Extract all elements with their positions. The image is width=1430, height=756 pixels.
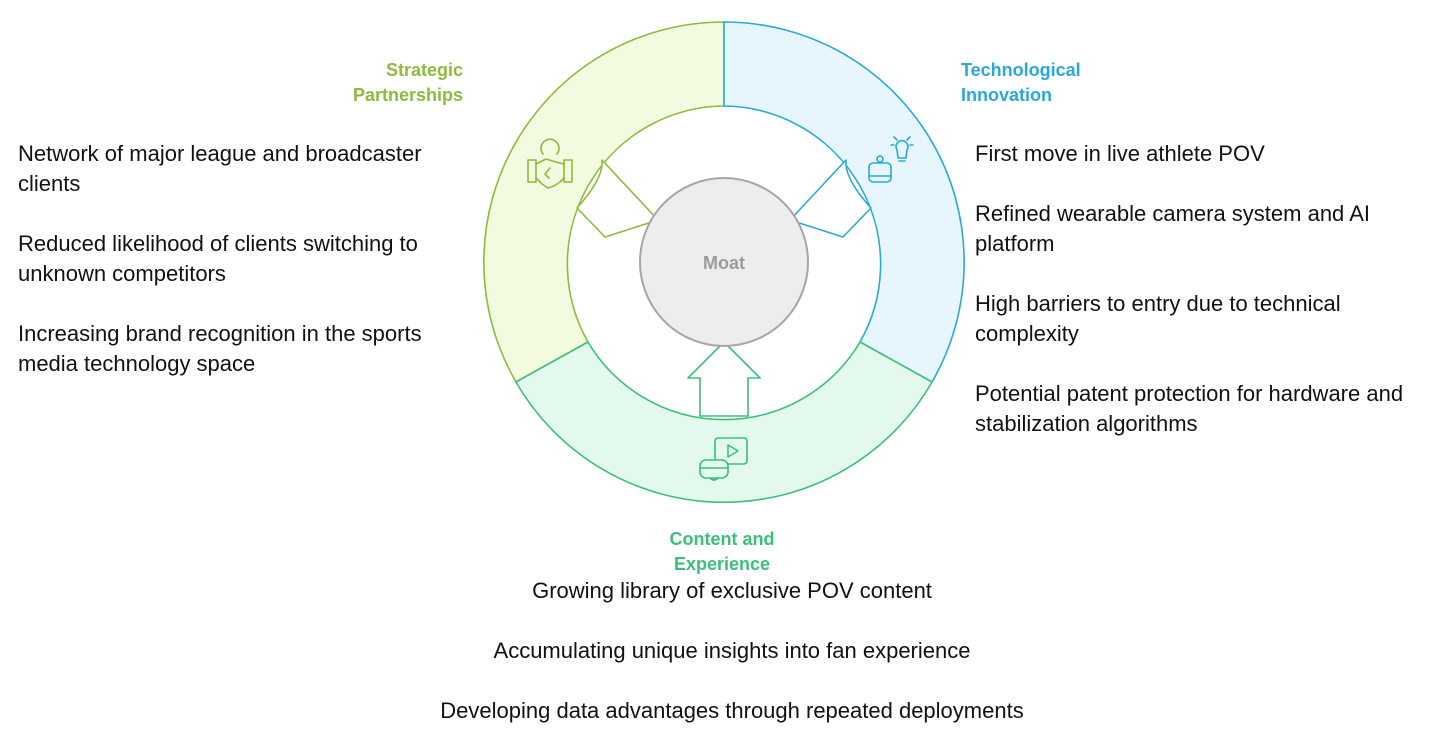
vr-headset-video-icon bbox=[699, 437, 748, 481]
strategic-arrow bbox=[576, 159, 659, 238]
strategic-bullet: Increasing brand recognition in the spor… bbox=[18, 321, 422, 376]
robot-lightbulb-icon bbox=[868, 136, 914, 183]
moat-center-circle bbox=[639, 177, 809, 347]
strategic-bullet: Network of major league and broadcaster … bbox=[18, 141, 422, 196]
content-bullet-list: Growing library of exclusive POV content… bbox=[332, 576, 1132, 756]
technological-innovation-title: Technological Innovation bbox=[961, 60, 1081, 105]
content-arrow bbox=[687, 341, 761, 417]
technological-bullet: High barriers to entry due to technical … bbox=[975, 291, 1341, 346]
technological-bullet: Potential patent protection for hardware… bbox=[975, 381, 1404, 436]
content-experience-segment bbox=[515, 341, 933, 503]
technological-bullet: First move in live athlete POV bbox=[975, 141, 1265, 166]
content-bullet: Accumulating unique insights into fan ex… bbox=[493, 638, 971, 663]
technological-bullet: Refined wearable camera system and AI pl… bbox=[975, 201, 1370, 256]
technological-innovation-segment bbox=[723, 21, 965, 383]
moat-center-label: Moat bbox=[703, 253, 745, 273]
content-experience-title: Content and Experience bbox=[669, 529, 775, 574]
content-bullet: Developing data advantages through repea… bbox=[440, 698, 1024, 723]
strategic-bullet-list: Network of major league and broadcaster … bbox=[18, 139, 480, 409]
tech-arrow bbox=[789, 159, 872, 238]
content-bullet: Growing library of exclusive POV content bbox=[532, 578, 932, 603]
handshake-icon bbox=[527, 138, 573, 189]
technological-bullet-list: First move in live athlete POV Refined w… bbox=[975, 139, 1415, 469]
strategic-bullet: Reduced likelihood of clients switching … bbox=[18, 231, 418, 286]
strategic-partnerships-title: Strategic Partnerships bbox=[352, 60, 463, 105]
strategic-partnerships-segment bbox=[483, 21, 725, 383]
